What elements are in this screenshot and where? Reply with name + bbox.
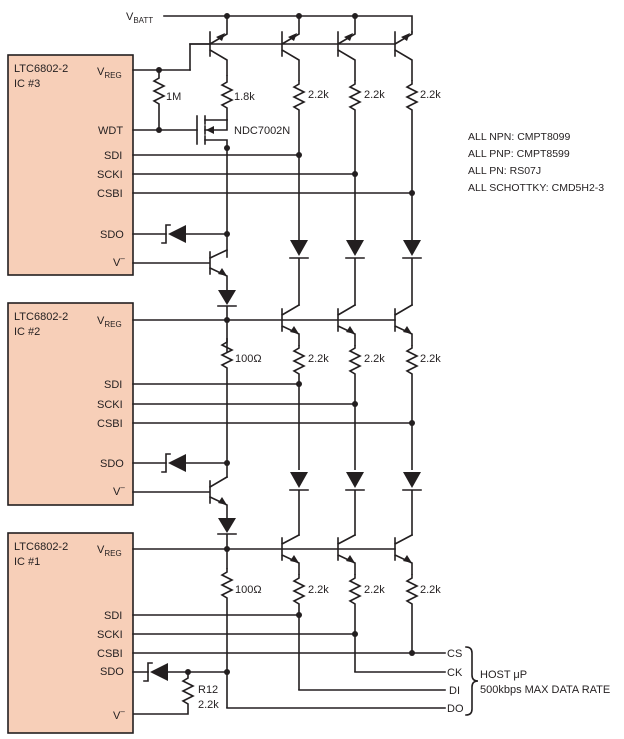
top-pnp-stage bbox=[189, 15, 413, 81]
ic1-signal-lines bbox=[132, 612, 446, 709]
ic1-r-scki-label: 2.2k bbox=[364, 584, 385, 596]
r-1m-label: 1M bbox=[166, 91, 181, 103]
host-di: DI bbox=[449, 685, 460, 697]
ic1-pin-sdo: SDO bbox=[100, 666, 124, 678]
ic3-block: LTC6802-2 IC #3 bbox=[7, 54, 134, 276]
ic3-id: IC #3 bbox=[14, 78, 40, 90]
vbatt-rail: VBATT bbox=[126, 11, 413, 33]
host-interface: CS CK DI DO HOST μP 500kbps MAX DATA RAT… bbox=[447, 646, 610, 716]
ic2-r-100-label: 100Ω bbox=[235, 353, 262, 365]
note-pn: ALL PN: RS07J bbox=[468, 165, 541, 177]
ic3-vreg-network: 1M bbox=[132, 67, 198, 133]
ic2-r-sdi-label: 2.2k bbox=[308, 353, 329, 365]
host-line2: 500kbps MAX DATA RATE bbox=[480, 684, 610, 696]
r12-name: R12 bbox=[198, 684, 218, 696]
ic3-sdo-stage bbox=[132, 147, 237, 353]
ic1-body bbox=[7, 532, 134, 734]
ic1-name: LTC6802-2 bbox=[14, 541, 68, 553]
ic3-pin-wdt: WDT bbox=[98, 125, 123, 137]
ic3-r-sdi-label: 2.2k bbox=[308, 89, 329, 101]
watchdog-mosfet: 1.8k NDC7002N bbox=[196, 75, 290, 151]
ic2-pullups: 100Ω 2.2k 2.2k 2.2k bbox=[220, 338, 441, 470]
ic1-pin-csbi: CSBI bbox=[97, 648, 123, 660]
ic2-npn-stage bbox=[132, 303, 414, 346]
ic1-id: IC #1 bbox=[14, 556, 40, 568]
host-ck: CK bbox=[447, 667, 463, 679]
ic2-signal-lines bbox=[132, 381, 415, 426]
r-1k8-label: 1.8k bbox=[234, 91, 255, 103]
ic2-pin-scki: SCKI bbox=[97, 399, 123, 411]
ic2-r-csbi-label: 2.2k bbox=[420, 353, 441, 365]
ic2-to-ic1-diodes bbox=[289, 472, 422, 536]
note-npn: ALL NPN: CMPT8099 bbox=[468, 131, 570, 143]
ic1-r-csbi-label: 2.2k bbox=[420, 584, 441, 596]
vbatt-label: VBATT bbox=[126, 11, 153, 25]
component-notes: ALL NPN: CMPT8099 ALL PNP: CMPT8599 ALL … bbox=[468, 131, 604, 194]
ic2-pin-sdo: SDO bbox=[100, 458, 124, 470]
ic2-block: LTC6802-2 IC #2 bbox=[7, 302, 134, 506]
host-do: DO bbox=[447, 703, 464, 715]
ic3-pin-vminus: V– bbox=[113, 254, 125, 269]
ic3-pin-scki: SCKI bbox=[97, 169, 123, 181]
ic3-pin-vreg: VREG bbox=[97, 66, 122, 80]
ic3-pin-sdi: SDI bbox=[104, 150, 122, 162]
ic3-pin-csbi: CSBI bbox=[97, 188, 123, 200]
host-line1: HOST μP bbox=[480, 669, 527, 681]
ic3-body bbox=[7, 54, 134, 276]
ic2-body bbox=[7, 302, 134, 506]
ic1-sdo-stage: R12 2.2k bbox=[132, 662, 230, 715]
note-schottky: ALL SCHOTTKY: CMD5H2-3 bbox=[468, 182, 604, 194]
ic2-pin-vminus: V– bbox=[113, 483, 125, 498]
mosfet-label: NDC7002N bbox=[234, 125, 290, 137]
host-cs: CS bbox=[447, 648, 462, 660]
ic2-pin-sdi: SDI bbox=[104, 379, 122, 391]
ic2-r-scki-label: 2.2k bbox=[364, 353, 385, 365]
ic1-pin-vminus: V– bbox=[113, 707, 125, 722]
ic3-to-ic2-diodes bbox=[289, 240, 422, 306]
ic3-r-scki-label: 2.2k bbox=[364, 89, 385, 101]
host-brace bbox=[465, 646, 479, 716]
ic1-pullups: 100Ω 2.2k 2.2k 2.2k bbox=[220, 568, 441, 708]
ic1-npn-stage bbox=[132, 533, 414, 575]
ic3-pullups: 2.2k 2.2k 2.2k bbox=[292, 80, 441, 240]
ic3-signal-lines bbox=[132, 152, 415, 196]
r12-value: 2.2k bbox=[198, 699, 219, 711]
ic2-name: LTC6802-2 bbox=[14, 311, 68, 323]
ic2-pin-csbi: CSBI bbox=[97, 418, 123, 430]
ic2-pin-vreg: VREG bbox=[97, 315, 122, 329]
ic1-pin-vreg: VREG bbox=[97, 544, 122, 558]
ic2-id: IC #2 bbox=[14, 326, 40, 338]
ic1-r-100-label: 100Ω bbox=[235, 584, 262, 596]
ic1-pin-sdi: SDI bbox=[104, 610, 122, 622]
ic3-name: LTC6802-2 bbox=[14, 63, 68, 75]
ic3-r-csbi-label: 2.2k bbox=[420, 89, 441, 101]
ic1-block: LTC6802-2 IC #1 bbox=[7, 532, 134, 734]
ic2-sdo-stage bbox=[132, 453, 237, 569]
note-pnp: ALL PNP: CMPT8599 bbox=[468, 148, 570, 160]
ic1-pin-scki: SCKI bbox=[97, 629, 123, 641]
ic3-pin-sdo: SDO bbox=[100, 229, 124, 241]
ic1-r-sdi-label: 2.2k bbox=[308, 584, 329, 596]
